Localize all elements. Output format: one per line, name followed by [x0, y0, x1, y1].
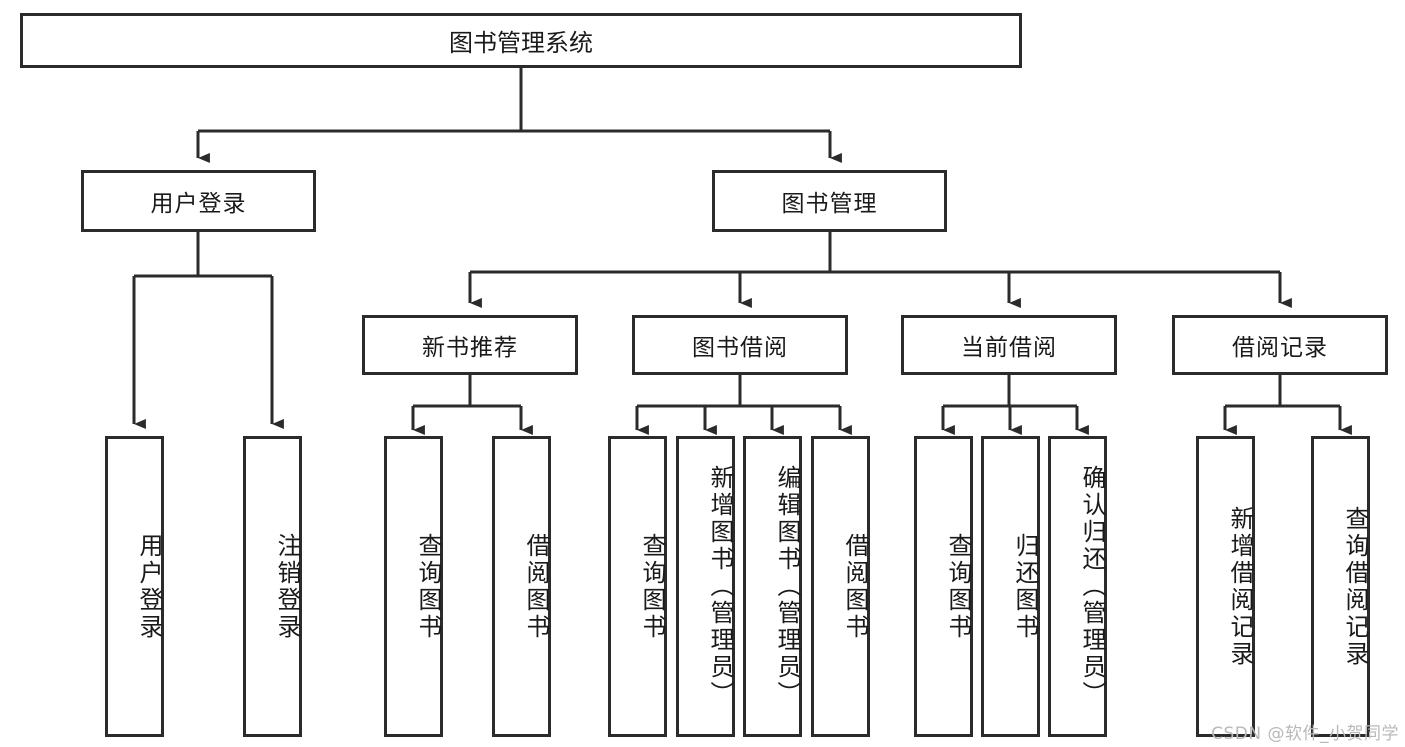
node-label: 查询借阅记录 — [1341, 505, 1369, 668]
node-leaf-query-book-1[interactable]: 查询图书 — [384, 436, 443, 737]
node-label: 确认归还（管理员） — [1078, 465, 1106, 708]
node-label: 借阅记录 — [1232, 335, 1328, 361]
node-label: 查询图书 — [944, 532, 972, 641]
node-leaf-return-book[interactable]: 归还图书 — [981, 436, 1040, 737]
node-label: 借阅图书 — [841, 532, 869, 641]
node-leaf-edit-book-admin[interactable]: 编辑图书（管理员） — [743, 436, 802, 737]
node-leaf-add-book-admin[interactable]: 新增图书（管理员） — [676, 436, 735, 737]
node-leaf-user-login[interactable]: 用户登录 — [105, 436, 164, 737]
node-leaf-query-book-3[interactable]: 查询图书 — [914, 436, 973, 737]
node-label: 图书管理系统 — [449, 29, 593, 57]
node-label: 归还图书 — [1011, 532, 1039, 641]
node-leaf-confirm-return-admin[interactable]: 确认归还（管理员） — [1048, 436, 1107, 737]
node-label: 新增借阅记录 — [1226, 505, 1254, 668]
node-leaf-borrow-book-1[interactable]: 借阅图书 — [492, 436, 551, 737]
node-label: 查询图书 — [638, 532, 666, 641]
node-leaf-add-borrow-record[interactable]: 新增借阅记录 — [1196, 436, 1255, 737]
node-book-management[interactable]: 图书管理 — [712, 170, 947, 232]
node-label: 查询图书 — [414, 532, 442, 641]
node-new-book-recommend[interactable]: 新书推荐 — [362, 315, 578, 375]
node-label: 借阅图书 — [522, 532, 550, 641]
node-label: 用户登录 — [135, 532, 163, 641]
node-leaf-borrow-book-2[interactable]: 借阅图书 — [811, 436, 870, 737]
node-label: 图书管理 — [781, 191, 878, 217]
node-user-login[interactable]: 用户登录 — [81, 170, 316, 232]
node-label: 新书推荐 — [422, 335, 518, 361]
node-leaf-query-book-2[interactable]: 查询图书 — [608, 436, 667, 737]
node-leaf-query-borrow-record[interactable]: 查询借阅记录 — [1311, 436, 1370, 737]
node-borrow-record[interactable]: 借阅记录 — [1172, 315, 1388, 375]
node-current-borrow[interactable]: 当前借阅 — [901, 315, 1117, 375]
node-label: 新增图书（管理员） — [706, 465, 734, 708]
node-label: 用户登录 — [150, 191, 247, 217]
node-leaf-logout-login[interactable]: 注销登录 — [243, 436, 302, 737]
node-label: 编辑图书（管理员） — [773, 465, 801, 708]
node-label: 图书借阅 — [692, 335, 788, 361]
watermark-text: CSDN @软件_小贺同学 — [1211, 724, 1399, 744]
node-book-borrow[interactable]: 图书借阅 — [632, 315, 848, 375]
node-root-system[interactable]: 图书管理系统 — [20, 13, 1022, 68]
node-label: 当前借阅 — [961, 335, 1057, 361]
node-label: 注销登录 — [273, 532, 301, 641]
